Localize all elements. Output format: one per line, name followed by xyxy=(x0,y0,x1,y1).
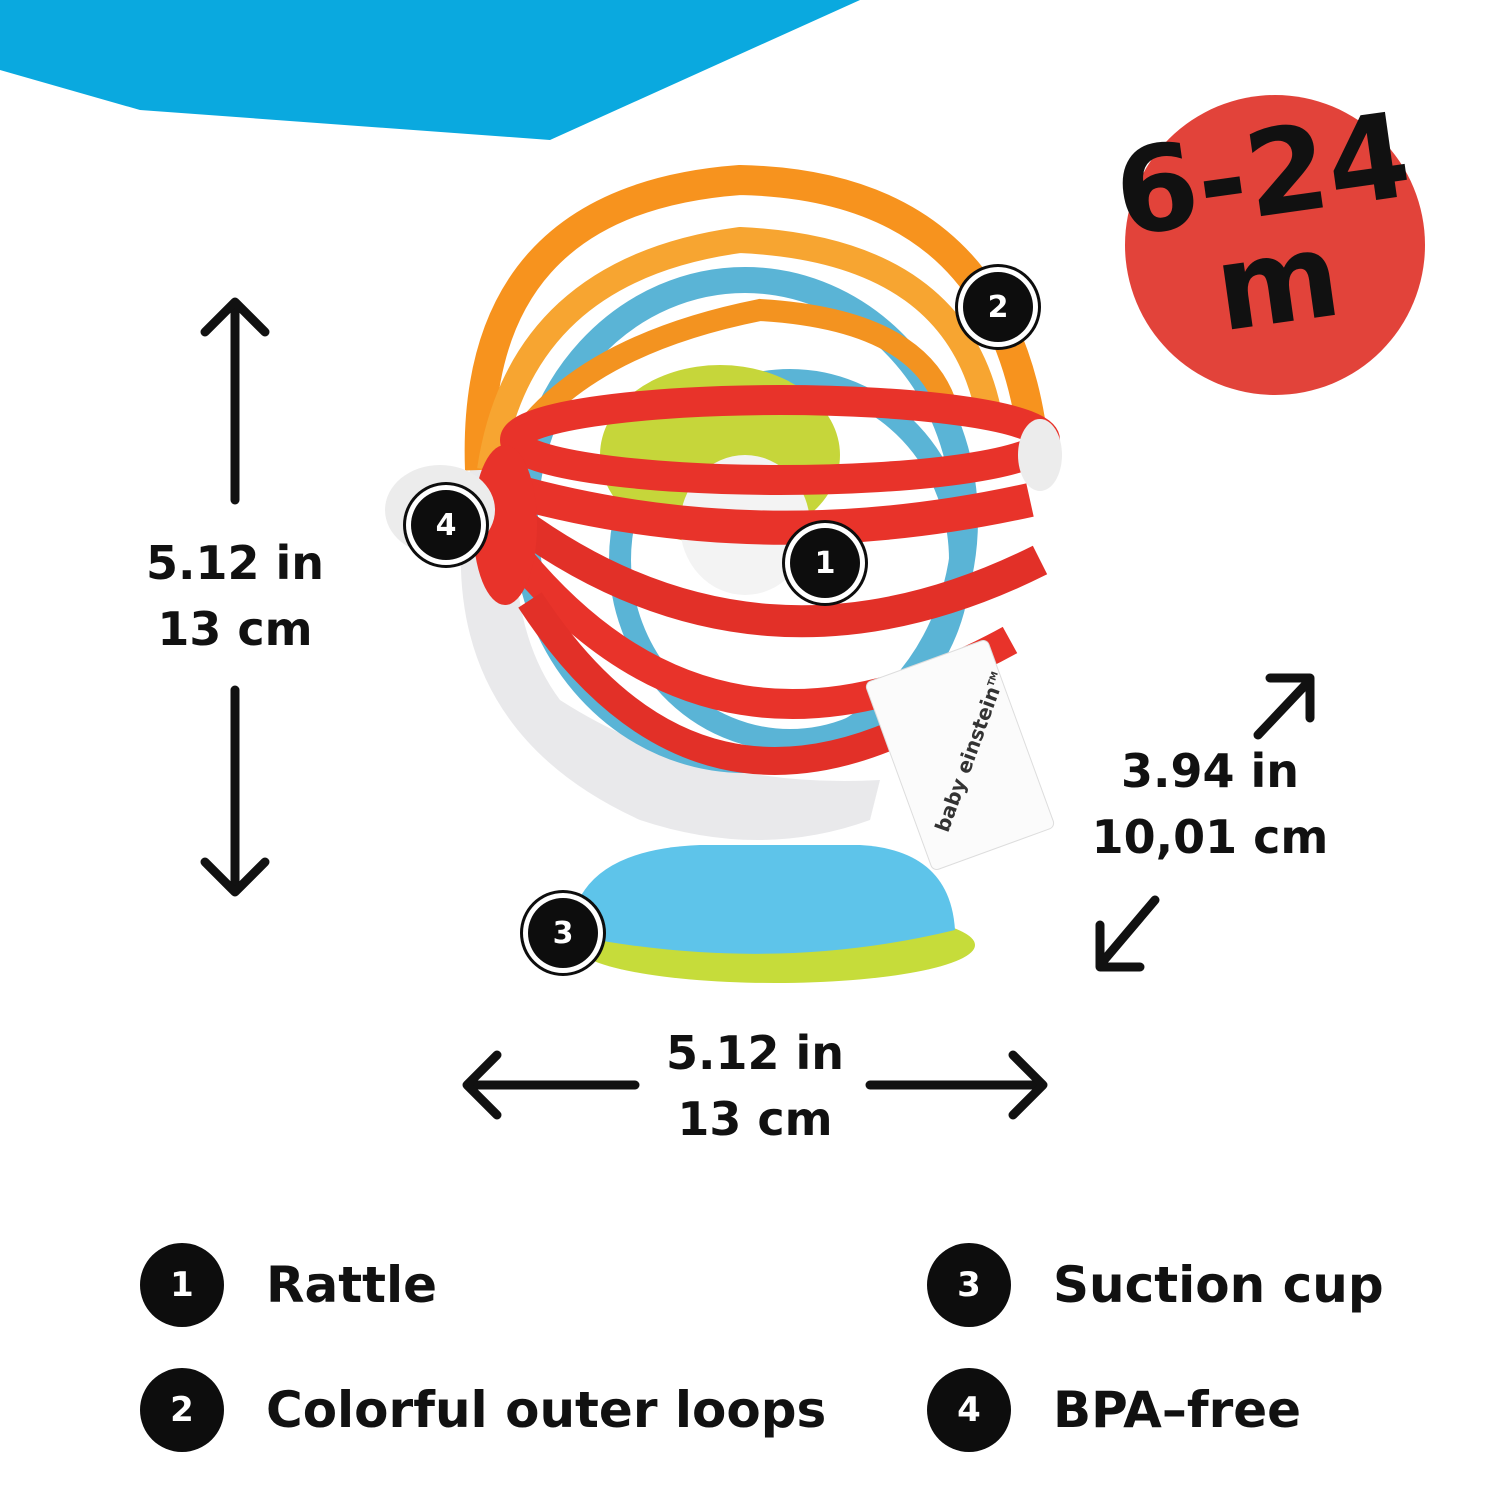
width-imperial: 5.12 in xyxy=(665,1026,845,1080)
red-loop-2 xyxy=(505,473,1034,545)
height-arrow-up xyxy=(200,297,270,505)
red-loop-3 xyxy=(505,507,1048,638)
blue-loop-2 xyxy=(609,369,971,751)
legend-label: BPA–free xyxy=(1053,1381,1302,1439)
depth-arrow-down xyxy=(1095,895,1160,972)
callout-badge-suction: 3 xyxy=(528,898,598,968)
height-metric: 13 cm xyxy=(157,602,313,656)
width-metric: 13 cm xyxy=(677,1092,833,1146)
legend-number: 1 xyxy=(140,1243,224,1327)
legend-item-suction: 3 Suction cup xyxy=(927,1243,1384,1327)
callout-number: 3 xyxy=(552,915,574,951)
legend-label: Colorful outer loops xyxy=(266,1381,827,1439)
legend-item-rattle: 1 Rattle xyxy=(140,1243,437,1327)
orange-loop-2 xyxy=(477,226,1003,472)
age-circle xyxy=(1125,95,1425,395)
width-arrow-right xyxy=(865,1050,1048,1120)
side-knob-right xyxy=(1018,419,1062,491)
legend-number: 3 xyxy=(927,1243,1011,1327)
depth-imperial: 3.94 in xyxy=(1120,744,1300,798)
depth-label: 3.94 in 10,01 cm xyxy=(1060,738,1360,870)
legend-label: Rattle xyxy=(266,1256,438,1314)
height-imperial: 5.12 in xyxy=(145,536,325,590)
height-label: 5.12 in 13 cm xyxy=(110,530,360,662)
legend-number: 2 xyxy=(140,1368,224,1452)
callout-number: 2 xyxy=(987,289,1009,325)
width-arrow-left xyxy=(462,1050,640,1120)
legend-item-bpa: 4 BPA–free xyxy=(927,1368,1301,1452)
width-label: 5.12 in 13 cm xyxy=(630,1020,880,1152)
height-arrow-down xyxy=(200,685,270,897)
callout-badge-loops: 2 xyxy=(963,272,1033,342)
legend-number: 4 xyxy=(927,1368,1011,1452)
blue-banner xyxy=(0,0,860,140)
callout-number: 4 xyxy=(435,507,457,543)
stand-arc xyxy=(460,470,880,840)
legend-label: Suction cup xyxy=(1053,1256,1384,1314)
callout-number: 1 xyxy=(814,545,836,581)
callout-badge-bpa: 4 xyxy=(411,490,481,560)
legend-item-loops: 2 Colorful outer loops xyxy=(140,1368,826,1452)
depth-metric: 10,01 cm xyxy=(1091,810,1329,864)
callout-badge-rattle: 1 xyxy=(790,528,860,598)
red-hub xyxy=(473,445,537,605)
suction-cup-dome xyxy=(570,845,955,954)
brand-tag xyxy=(865,639,1055,871)
depth-arrow-up xyxy=(1253,673,1315,740)
